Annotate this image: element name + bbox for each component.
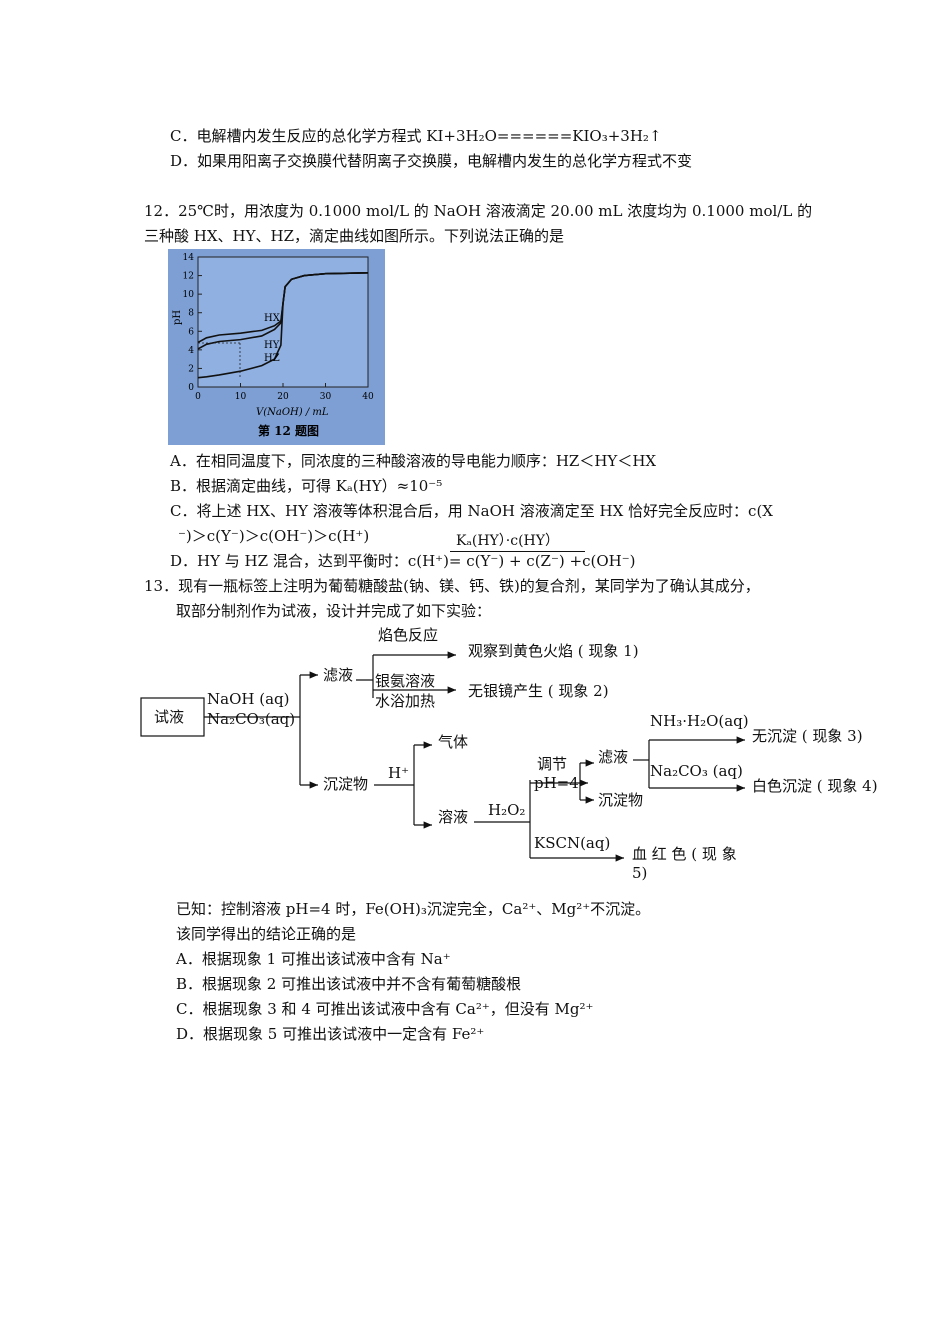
q12-option-d-numerator: Kₐ(HY）·c(HY） — [456, 533, 559, 549]
q12-stem-line2: 三种酸 HX、HY、HZ，滴定曲线如图所示。下列说法正确的是 — [144, 227, 565, 245]
q13-option-c: C．根据现象 3 和 4 可推出该试液中含有 Ca²⁺，但没有 Mg²⁺ — [176, 1000, 594, 1018]
reagent-h2o2: H₂O₂ — [488, 801, 526, 819]
reagent-ammonia: NH₃·H₂O(aq) — [650, 712, 749, 730]
q13-stem-line2: 取部分制剂作为试液，设计并完成了如下实验： — [176, 602, 492, 620]
x-tick-label: 20 — [277, 392, 289, 402]
x-axis-label: V(NaOH) / mL — [256, 407, 329, 418]
y-tick-label: 8 — [188, 309, 194, 319]
y-axis-label: pH — [172, 310, 183, 325]
titration-figure: 0 2 4 6 8 10 12 14 0 10 20 30 40 HX HY HZ pH V(NaOH… — [168, 249, 385, 445]
q11-option-d: D．如果用阳离子交换膜代替阴离子交换膜，电解槽内发生的总化学方程式不变 — [170, 152, 693, 170]
y-tick-label: 2 — [188, 364, 194, 374]
reagent-na2co3: Na₂CO₃(aq) — [207, 710, 296, 728]
filtrate-1: 滤液 — [323, 666, 354, 684]
label-hz: HZ — [264, 353, 280, 364]
observation-5-line1: 血 红 色 ( 现 象 — [632, 845, 737, 863]
x-tick-label: 0 — [195, 392, 201, 402]
tollens-reagent: 银氨溶液 — [375, 672, 436, 690]
solution: 溶液 — [438, 808, 469, 826]
sample-label: 试液 — [154, 708, 185, 726]
y-tick-label: 14 — [183, 253, 195, 263]
ph-4-label: pH=4 — [534, 774, 579, 792]
label-hy: HY — [264, 340, 280, 351]
acid-h-plus: H⁺ — [388, 764, 409, 782]
observation-2: 无银镜产生 ( 现象 2) — [468, 682, 609, 700]
flame-test: 焰色反应 — [378, 626, 439, 644]
x-tick-label: 10 — [235, 392, 247, 402]
q12-option-c-line2: ⁻)＞c(Y⁻)＞c(OH⁻)＞c(H⁺) — [178, 527, 370, 545]
titration-chart: 0 2 4 6 8 10 12 14 0 10 20 30 40 HX HY HZ pH V(NaOH… — [172, 253, 374, 438]
q12-option-b: B．根据滴定曲线，可得 Kₐ(HY）≈10⁻⁵ — [170, 477, 443, 495]
flowchart-lines — [140, 651, 745, 862]
figure-caption: 第 12 题图 — [258, 423, 319, 438]
q12-option-d: D．HY 与 HZ 混合，达到平衡时：c(H⁺)= c(Y⁻) + c(Z⁻) … — [170, 552, 636, 570]
q13-known-condition: 已知：控制溶液 pH=4 时，Fe(OH)₃沉淀完全，Ca²⁺、Mg²⁺不沉淀。 — [176, 900, 651, 918]
observation-4: 白色沉淀 ( 现象 4) — [752, 777, 878, 795]
experiment-flowchart: 试液 NaOH (aq) Na₂CO₃(aq) 滤液 焰色反应 观察到黄色火焰 … — [0, 620, 950, 890]
q13-stem-line1: 13．现有一瓶标签上注明为葡萄糖酸盐(钠、镁、钙、铁)的复合剂，某同学为了确认其… — [144, 577, 760, 595]
y-tick-label: 12 — [183, 272, 194, 282]
q13-option-a: A．根据现象 1 可推出该试液中含有 Na⁺ — [176, 950, 451, 968]
observation-3: 无沉淀 ( 现象 3) — [752, 727, 863, 745]
filtrate-2: 滤液 — [598, 748, 629, 766]
y-tick-label: 6 — [188, 327, 194, 337]
q13-option-d: D．根据现象 5 可推出该试液中一定含有 Fe²⁺ — [176, 1025, 485, 1043]
x-tick-label: 30 — [320, 392, 332, 402]
reagent-na2co3-2: Na₂CO₃ (aq) — [650, 762, 743, 780]
reagent-kscn: KSCN(aq) — [534, 834, 611, 852]
q12-option-c-line1: C．将上述 HX、HY 溶液等体积混合后，用 NaOH 溶液滴定至 HX 恰好完… — [170, 502, 773, 520]
gas-product: 气体 — [438, 733, 469, 751]
observation-5-line2: 5) — [632, 864, 648, 882]
water-bath: 水浴加热 — [375, 692, 436, 710]
q13-option-b: B．根据现象 2 可推出该试液中并不含有葡萄糖酸根 — [176, 975, 522, 993]
q11-option-c: C．电解槽内发生反应的总化学方程式 KI+3H₂O======KIO₃+3H₂↑ — [170, 127, 662, 145]
q12-option-a: A．在相同温度下，同浓度的三种酸溶液的导电能力顺序：HZ＜HY＜HX — [170, 452, 657, 470]
y-tick-label: 4 — [188, 346, 194, 356]
plot-area — [197, 256, 369, 388]
series-line-hz — [197, 271, 369, 379]
q12-stem-line1: 12．25℃时，用浓度为 0.1000 mol/L 的 NaOH 溶液滴定 20… — [144, 202, 813, 220]
precipitate-2: 沉淀物 — [598, 791, 644, 809]
observation-1: 观察到黄色火焰 ( 现象 1) — [468, 642, 639, 660]
y-tick-label: 10 — [183, 290, 195, 300]
x-tick-label: 40 — [362, 392, 374, 402]
fraction-bar — [450, 551, 585, 552]
reagent-naoh: NaOH (aq) — [207, 690, 290, 708]
precipitate-1: 沉淀物 — [323, 775, 369, 793]
y-tick-label: 0 — [188, 383, 194, 393]
adjust-label: 调节 — [537, 755, 568, 773]
q13-question: 该同学得出的结论正确的是 — [176, 925, 357, 943]
label-hx: HX — [264, 313, 281, 324]
